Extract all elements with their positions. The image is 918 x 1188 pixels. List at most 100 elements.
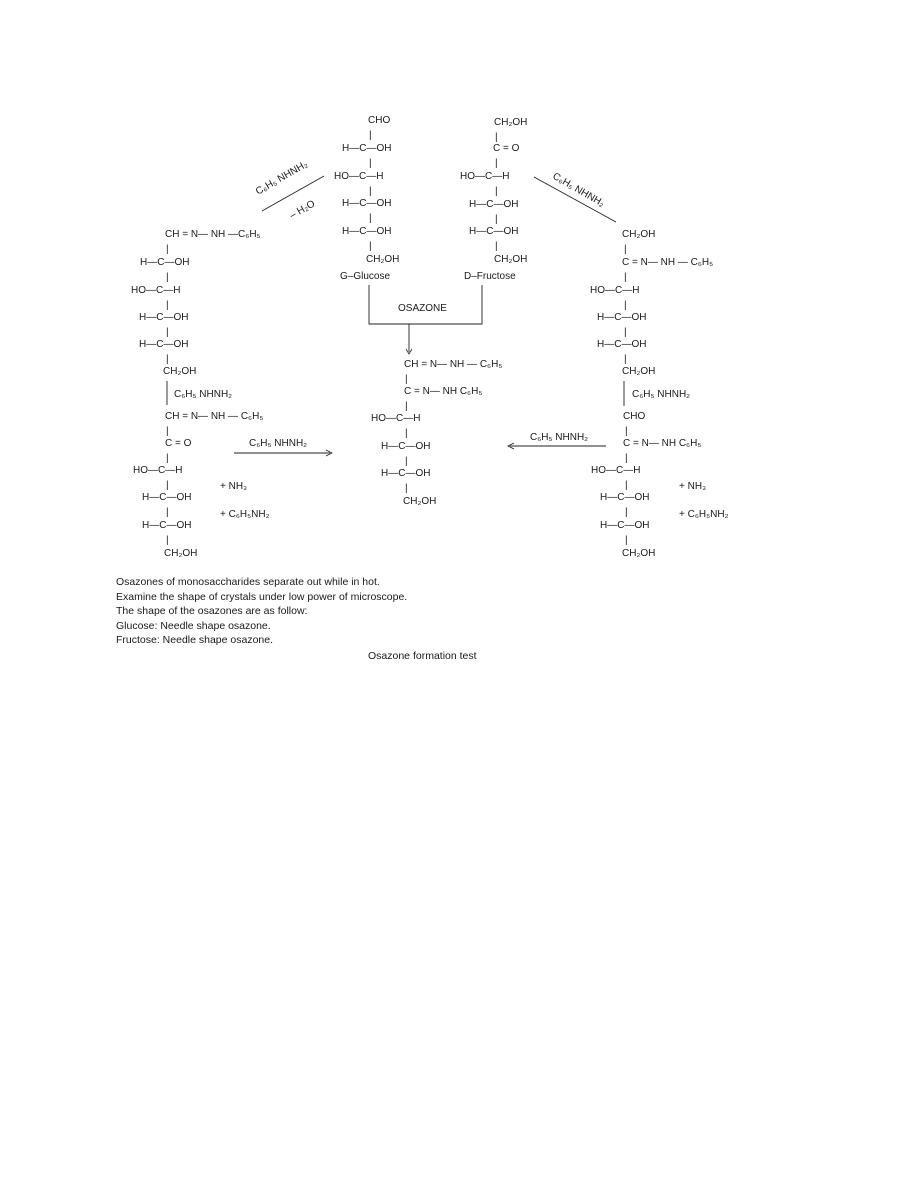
glucose-row-3: HO—C—H xyxy=(334,171,384,182)
bond: | xyxy=(495,158,498,169)
bond: | xyxy=(166,327,169,338)
glucose-to-hydrazone-line xyxy=(261,175,325,212)
glucose-row-1: CHO xyxy=(368,115,391,126)
right-arrowhead xyxy=(507,442,515,450)
fai-row-4: H—C—OH xyxy=(600,492,650,503)
bond: | xyxy=(625,535,628,546)
osazone-row-1: CH = N— NH — C₆H₅ xyxy=(404,359,503,370)
bond: | xyxy=(495,186,498,197)
fai-row-5: H—C—OH xyxy=(600,520,650,531)
fructose-row-4: H—C—OH xyxy=(469,199,519,210)
fph-row-6: CH₂OH xyxy=(622,366,656,377)
figure-caption: Osazone formation test xyxy=(368,650,477,662)
note-3: The shape of the osazones are as follow: xyxy=(116,605,308,617)
osazone-row-6: CH₂OH xyxy=(403,496,437,507)
bond: | xyxy=(405,428,408,439)
bond: | xyxy=(625,480,628,491)
bond: | xyxy=(405,456,408,467)
left-vertical-reagent-label: C₆H₅ NHNH₂ xyxy=(174,389,233,400)
osazone-row-4: H—C—OH xyxy=(381,441,431,452)
fai-row-3: HO—C—H xyxy=(591,465,641,476)
fructose-row-6: CH₂OH xyxy=(494,254,528,265)
gki-row-3: HO—C—H xyxy=(133,465,183,476)
fructose-to-hydrazone-line xyxy=(533,176,617,223)
bond: | xyxy=(624,327,627,338)
bond: | xyxy=(166,453,169,464)
fph-row-5: H—C—OH xyxy=(597,339,647,350)
right-arrow-reagent-label: C₆H₅ NHNH₂ xyxy=(530,432,589,443)
bond: | xyxy=(166,272,169,283)
glucose-row-2: H—C—OH xyxy=(342,143,392,154)
fructose-row-5: H—C—OH xyxy=(469,226,519,237)
bond: | xyxy=(369,130,372,141)
fructose-row-3: HO—C—H xyxy=(460,171,510,182)
note-1: Osazones of monosaccharides separate out… xyxy=(116,576,380,588)
gph-row-1: CH = N— NH —C₆H₅ xyxy=(165,229,261,240)
bond: | xyxy=(405,483,408,494)
right-ammonia-byproduct: + NH₃ xyxy=(679,481,707,492)
osazone-down-arrowhead xyxy=(405,348,413,355)
note-5: Fructose: Needle shape osazone. xyxy=(116,634,274,646)
bond: | xyxy=(166,244,169,255)
gki-row-2: C = O xyxy=(165,438,192,449)
bond: | xyxy=(624,244,627,255)
bond: | xyxy=(625,453,628,464)
gph-row-5: H—C—OH xyxy=(139,339,189,350)
bond: | xyxy=(624,300,627,311)
bond: | xyxy=(624,272,627,283)
bond: | xyxy=(166,480,169,491)
gph-row-6: CH₂OH xyxy=(163,366,197,377)
bond: | xyxy=(625,507,628,518)
bond: | xyxy=(166,507,169,518)
left-aniline-byproduct: + C₆H₅NH₂ xyxy=(220,509,270,520)
gki-row-4: H—C—OH xyxy=(142,492,192,503)
bond: | xyxy=(625,426,628,437)
osazone-row-5: H—C—OH xyxy=(381,468,431,479)
bond: | xyxy=(369,213,372,224)
bond: | xyxy=(166,354,169,365)
right-vertical-reagent-label: C₆H₅ NHNH₂ xyxy=(632,389,691,400)
bond: | xyxy=(369,158,372,169)
left-arrow-reagent-label: C₆H₅ NHNH₂ xyxy=(249,438,308,449)
bond: | xyxy=(369,241,372,252)
bond: | xyxy=(495,241,498,252)
right-aniline-byproduct: + C₆H₅NH₂ xyxy=(679,509,729,520)
left-ammonia-byproduct: + NH₃ xyxy=(220,481,248,492)
fructose-name: D–Fructose xyxy=(464,271,516,282)
fph-row-2: C = N— NH — C₆H₅ xyxy=(622,257,714,268)
osazone-row-3: HO—C—H xyxy=(371,413,421,424)
note-4: Glucose: Needle shape osazone. xyxy=(116,620,271,632)
bond: | xyxy=(369,186,372,197)
fructose-row-2: C = O xyxy=(493,143,520,154)
fructose-row-1: CH₂OH xyxy=(494,117,528,128)
bond: | xyxy=(405,374,408,385)
bond: | xyxy=(166,300,169,311)
fph-row-1: CH₂OH xyxy=(622,229,656,240)
left-arrowhead xyxy=(325,449,333,457)
osazone-bracket xyxy=(368,285,483,325)
note-2: Examine the shape of crystals under low … xyxy=(116,591,408,603)
bond: | xyxy=(495,132,498,143)
bond: | xyxy=(624,354,627,365)
glucose-row-5: H—C—OH xyxy=(342,226,392,237)
gki-row-1: CH = N— NH — C₆H₅ xyxy=(165,411,264,422)
fai-row-1: CHO xyxy=(623,411,646,422)
fai-row-2: C = N— NH C₆H₅ xyxy=(623,438,702,449)
fph-row-4: H—C—OH xyxy=(597,312,647,323)
gki-row-6: CH₂OH xyxy=(164,548,198,559)
osazone-box-label: OSAZONE xyxy=(398,303,447,314)
fai-row-6: CH₂OH xyxy=(622,548,656,559)
glucose-name: G–Glucose xyxy=(340,271,391,282)
gph-row-4: H—C—OH xyxy=(139,312,189,323)
glucose-row-4: H—C—OH xyxy=(342,198,392,209)
gph-row-3: HO—C—H xyxy=(131,285,181,296)
gph-row-2: H—C—OH xyxy=(140,257,190,268)
bond: | xyxy=(405,401,408,412)
bond: | xyxy=(166,535,169,546)
gki-row-5: H—C—OH xyxy=(142,520,192,531)
osazone-row-2: C = N— NH C₆H₅ xyxy=(404,386,483,397)
glucose-row-6: CH₂OH xyxy=(366,254,400,265)
bond: | xyxy=(166,426,169,437)
bond: | xyxy=(495,214,498,225)
